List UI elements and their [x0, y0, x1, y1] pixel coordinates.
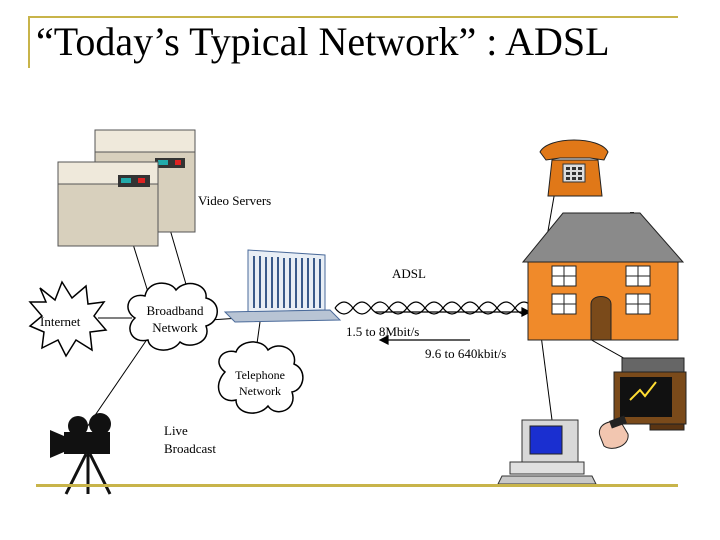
telephone-network-label-line2: Network	[239, 384, 281, 398]
title-rule-left	[28, 16, 30, 68]
upstream-arrow	[378, 335, 470, 345]
bottom-rule	[36, 484, 678, 487]
downstream-rate-label: 1.5 to 8Mbit/s	[346, 324, 420, 339]
video-server-icon	[57, 129, 196, 247]
slide-title: “Today’s Typical Network” : ADSL	[36, 19, 610, 64]
adsl-label: ADSL	[392, 266, 426, 281]
camera-icon	[50, 413, 112, 495]
broadband-label-line2: Network	[152, 320, 198, 335]
tv-icon	[613, 357, 687, 431]
computer-icon	[497, 419, 597, 485]
telephone-cloud	[217, 341, 304, 414]
title-rule-top	[28, 16, 678, 18]
live-broadcast-label-line1: Live	[164, 423, 188, 438]
broadband-label-line1: Broadband	[146, 303, 204, 318]
adsl-twisted-pair	[334, 301, 534, 315]
broadband-cloud	[127, 282, 218, 351]
video-servers-label: Video Servers	[198, 193, 272, 208]
internet-label: Internet	[40, 314, 81, 329]
house-icon	[521, 212, 685, 341]
telephone-icon	[539, 139, 609, 197]
upstream-rate-label: 9.6 to 640kbit/s	[425, 346, 507, 361]
downstream-arrow	[375, 307, 532, 317]
telephone-network-label-line1: Telephone	[235, 368, 285, 382]
internet-starburst	[28, 280, 108, 358]
dslam-building-icon	[223, 249, 342, 323]
remote-hand-icon	[598, 415, 629, 449]
live-broadcast-label-line2: Broadcast	[164, 441, 216, 456]
